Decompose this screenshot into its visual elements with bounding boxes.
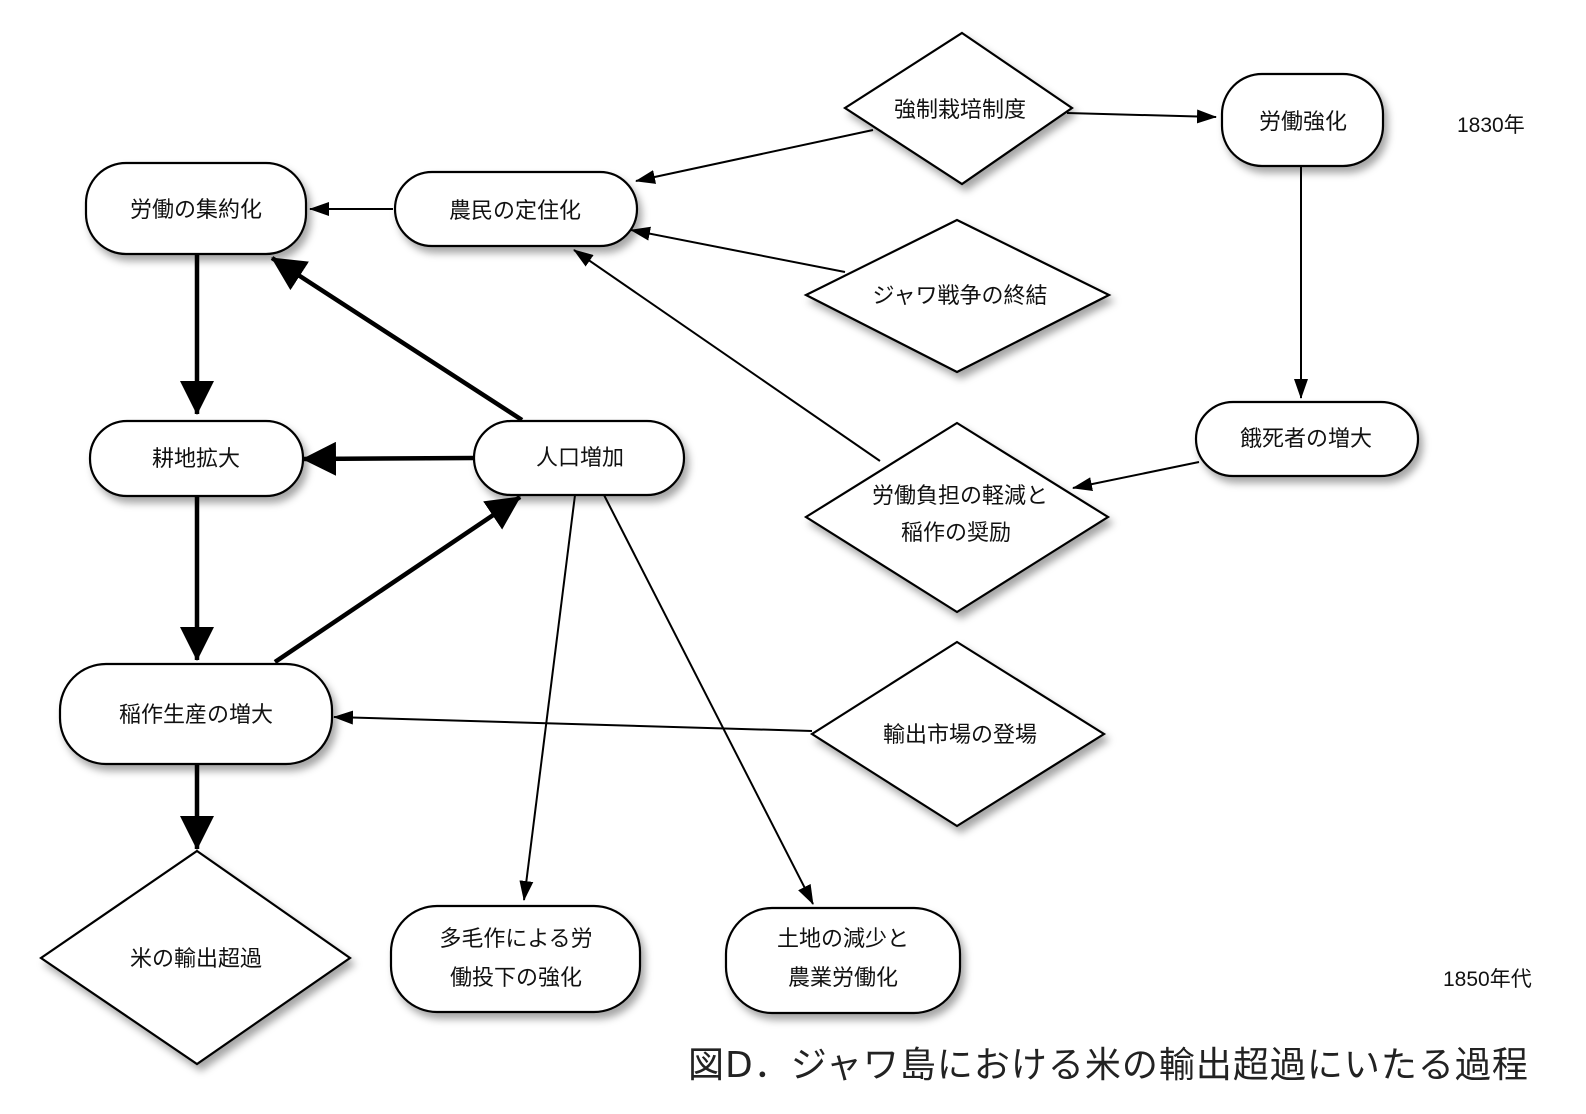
edge-java-war-to-nomin xyxy=(630,226,846,273)
node-kochi-box xyxy=(88,419,305,498)
label-kyosei: 強制栽培制度 xyxy=(894,98,1026,123)
label-kochi: 耕地拡大 xyxy=(152,447,240,472)
edge-jinko-to-tochi xyxy=(603,494,814,905)
node-yushutsu-shijo-diamond xyxy=(809,640,1107,828)
label-keigen-line2: 稲作の奨励 xyxy=(901,521,1011,546)
label-yushutsu-shijo: 輸出市場の登場 xyxy=(883,723,1037,748)
label-gashi: 餓死者の増大 xyxy=(1240,427,1372,452)
edge-kyosei-to-rodo-kyoka xyxy=(1066,109,1217,124)
edge-jinko-to-rodo-shuyaku xyxy=(270,256,524,422)
label-rodo-kyoka: 労働強化 xyxy=(1259,110,1347,135)
node-kyosei-diamond xyxy=(842,31,1074,186)
figure-caption: 図D．ジャワ島における米の輸出超過にいたる過程 xyxy=(688,1045,1529,1086)
edge-inasaku-to-jinko xyxy=(273,495,522,664)
thick-edges xyxy=(180,255,524,850)
year-end-label: 1850年代 xyxy=(1443,968,1532,991)
label-kome: 米の輸出超過 xyxy=(130,947,262,972)
edge-gashi-to-keigen xyxy=(1072,461,1200,492)
node-gashi-box xyxy=(1194,400,1420,478)
rounded-nodes xyxy=(58,72,1420,1015)
edge-jinko-to-kochi xyxy=(302,441,475,476)
edge-jinko-to-tamosaku xyxy=(519,494,576,901)
node-tamosaku-box xyxy=(389,904,642,1014)
label-java-war: ジャワ戦争の終結 xyxy=(873,284,1048,309)
node-inasaku-box xyxy=(58,662,334,766)
node-labels: 強制栽培制度 労働強化 農民の定住化 労働の集約化 ジャワ戦争の終結 餓死者の増… xyxy=(119,98,1372,991)
year-start-label: 1830年 xyxy=(1457,114,1525,137)
edge-kyosei-to-nomin xyxy=(635,129,874,184)
node-rodo-shuyaku-box xyxy=(84,161,308,256)
edge-yushutsu-shijo-to-inasaku xyxy=(333,710,813,732)
diamond-nodes xyxy=(39,31,1112,1066)
label-keigen-line1: 労働負担の軽減と xyxy=(872,484,1048,509)
thin-edges xyxy=(309,109,1308,905)
label-tamosaku-line1: 多毛作による労 xyxy=(439,927,592,952)
label-jinko: 人口増加 xyxy=(536,446,624,471)
node-rodo-kyoka-box xyxy=(1220,72,1385,168)
node-kome-diamond xyxy=(39,849,352,1066)
node-jinko-box xyxy=(472,419,686,497)
node-keigen-diamond xyxy=(803,421,1111,614)
edge-keigen-to-nomin xyxy=(573,249,881,462)
label-inasaku: 稲作生産の増大 xyxy=(119,703,273,728)
label-rodo-shuyaku: 労働の集約化 xyxy=(130,198,262,223)
label-tamosaku-line2: 働投下の強化 xyxy=(450,966,582,991)
label-tochi-line2: 農業労働化 xyxy=(788,966,898,991)
label-tochi-line1: 土地の減少と xyxy=(777,927,909,952)
node-tochi-box xyxy=(724,906,962,1015)
node-java-war-diamond xyxy=(803,218,1112,374)
label-nomin: 農民の定住化 xyxy=(449,199,581,224)
node-nomin-box xyxy=(393,170,639,248)
